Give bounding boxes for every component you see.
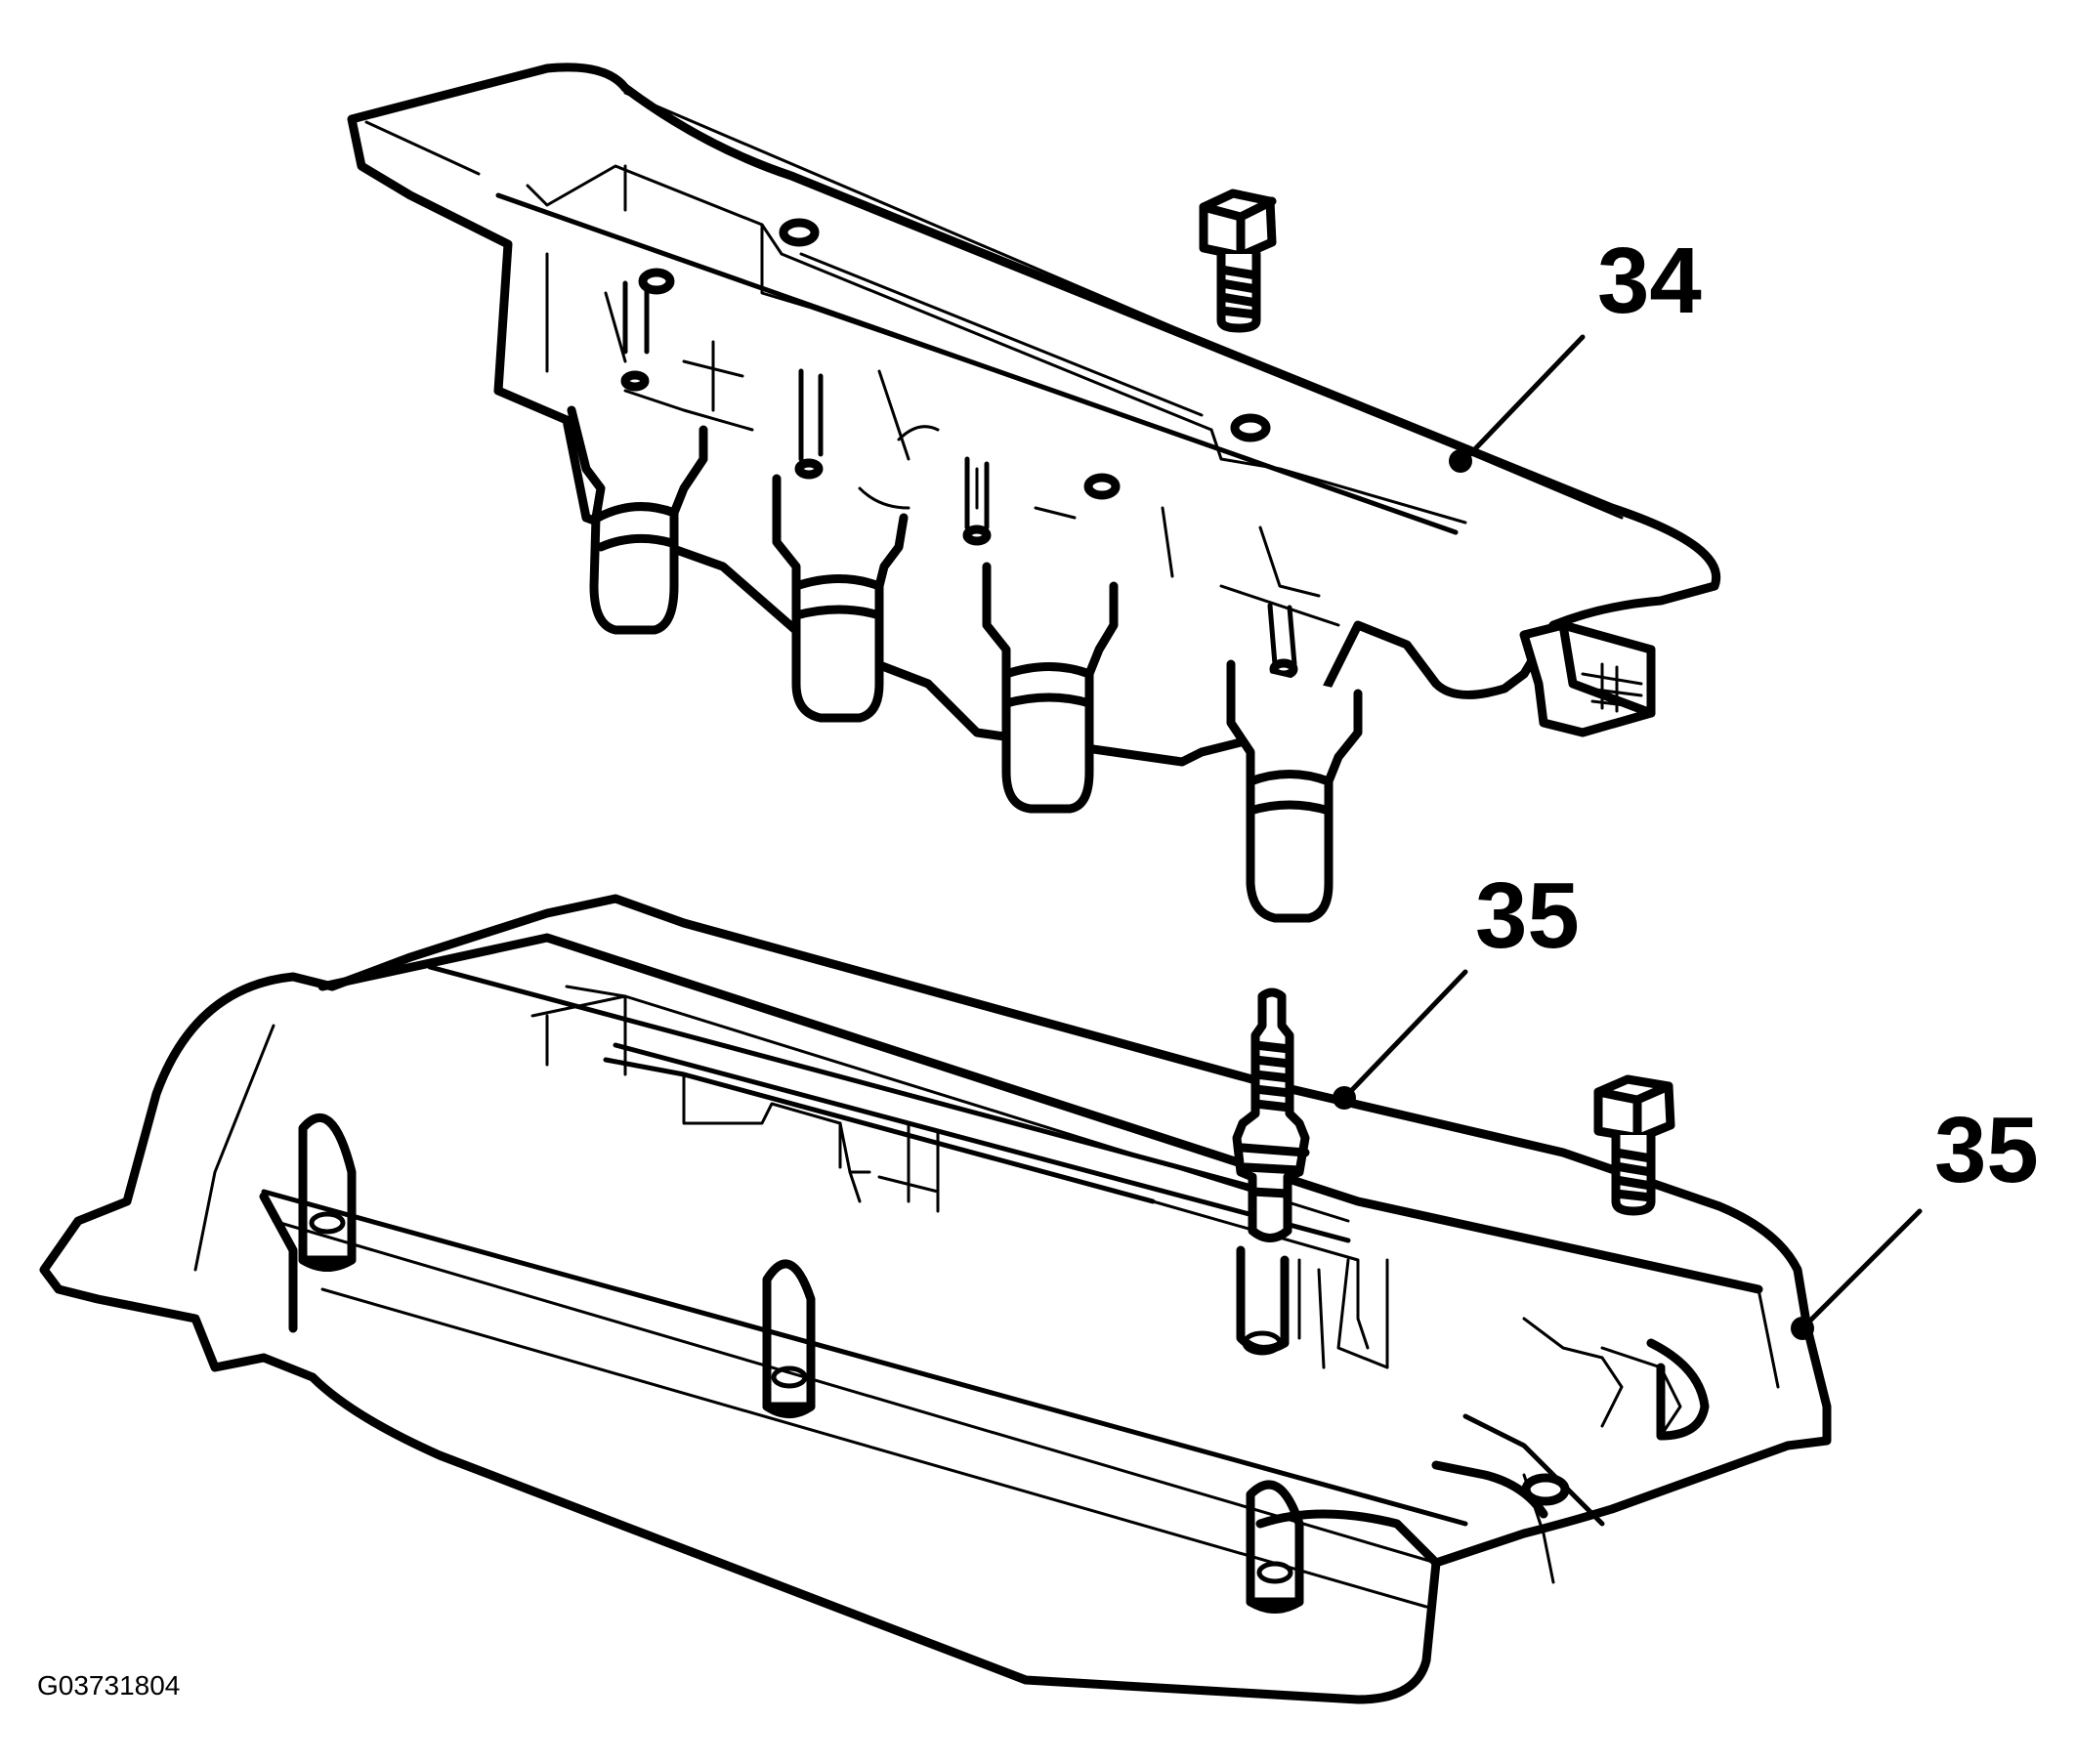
mounting-bolt: [1593, 1074, 1675, 1216]
callout-35-spark-plug: 35: [1333, 863, 1580, 1110]
callout-34: 34: [1449, 229, 1702, 473]
callout-number: 35: [1475, 863, 1580, 968]
callout-number: 35: [1934, 1098, 2039, 1202]
ignition-coil-module: [347, 63, 1721, 923]
figure-id: G03731804: [37, 1670, 180, 1701]
spark-plug: [1232, 987, 1310, 1242]
mounting-bolt: [1199, 189, 1277, 333]
cylinder-head-cover: [39, 894, 1832, 1704]
callout-number: 34: [1597, 229, 1702, 333]
callout-35-cover: 35: [1791, 1098, 2039, 1340]
